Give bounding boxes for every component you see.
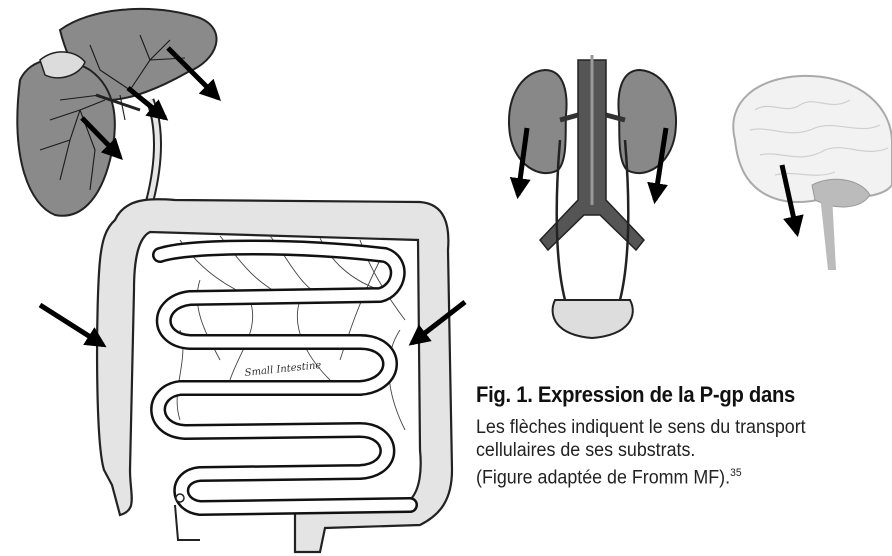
brain-illustration xyxy=(733,76,892,270)
caption-line-1: Les flèches indiquent le sens du transpo… xyxy=(476,416,867,439)
caption-title: Fig. 1. Expression de la P-gp dans xyxy=(476,382,859,408)
caption-line-3: (Figure adaptée de Fromm MF).35 xyxy=(476,462,867,489)
caption-source: (Figure adaptée de Fromm MF). xyxy=(476,467,730,488)
intestine-illustration: Small Intestine xyxy=(97,199,452,552)
small-intestine-label: Small Intestine xyxy=(244,360,322,379)
caption-line-2: cellulaires de ses substrats. xyxy=(476,439,867,462)
arrow-intestine-left xyxy=(40,305,103,345)
kidney-bladder-illustration xyxy=(509,55,676,338)
liver-illustration xyxy=(17,9,216,216)
figure-caption: Fig. 1. Expression de la P-gp dans Les f… xyxy=(476,382,892,489)
reference-number: 35 xyxy=(730,467,742,479)
